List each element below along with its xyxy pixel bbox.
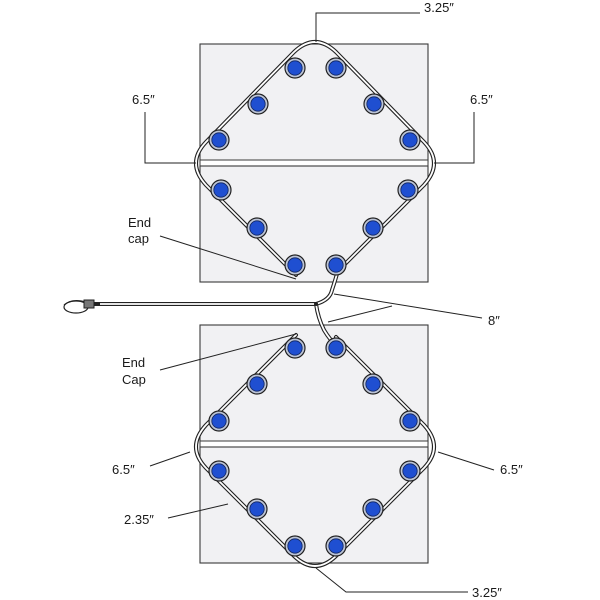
bottom-led-9: [246, 498, 268, 520]
leader-top-end-cap: [159, 235, 297, 280]
bottom-led-1: [284, 337, 306, 359]
leader-bottom-dim: [315, 567, 468, 593]
top-right-dim-label: 6.5″: [470, 92, 493, 107]
top-panel-lower: [199, 165, 429, 283]
bottom-panel-upper: [199, 324, 429, 444]
top-end-cap-label-line1: End: [128, 215, 151, 230]
bottom-dim-label: 3.25″: [472, 585, 502, 600]
bottom-led-8: [399, 460, 421, 482]
bottom-left-dim-label: 6.5″: [112, 462, 135, 477]
leader-lines: [144, 12, 495, 593]
top-end-cap-label-line2: cap: [128, 231, 149, 246]
bottom-led-3: [246, 373, 268, 395]
leader-bottom-right-dim: [437, 451, 495, 471]
top-led-9: [246, 217, 268, 239]
top-led-11: [284, 254, 306, 276]
bottom-panel-lower: [199, 446, 429, 564]
bottom-panel-divider: [199, 440, 429, 448]
bottom-led-10: [362, 498, 384, 520]
bottom-assembly: [194, 324, 436, 568]
top-led-3: [247, 93, 269, 115]
bottom-right-dim-label: 6.5″: [500, 462, 523, 477]
splice-point: [314, 302, 318, 306]
top-dim-label: 3.25″: [424, 0, 454, 15]
lead-wire: [63, 268, 340, 347]
bottom-end-cap-label-line1: End: [122, 355, 145, 370]
lead-dim-label: 8″: [488, 313, 500, 328]
bottom-led-2: [325, 337, 347, 359]
top-panel-upper: [199, 43, 429, 163]
top-led-10: [362, 217, 384, 239]
bottom-led-6: [399, 410, 421, 432]
plug-connector: [63, 299, 100, 314]
leader-top-right-dim: [434, 112, 475, 164]
top-light-strip-core: [195, 41, 435, 276]
top-led-7: [210, 179, 232, 201]
bottom-led-4: [362, 373, 384, 395]
bottom-led-5: [208, 410, 230, 432]
top-led-5: [208, 129, 230, 151]
bottom-led-7: [208, 460, 230, 482]
leader-lead-dim-upper: [333, 293, 483, 319]
led-layer: [208, 57, 421, 557]
dimension-labels: 3.25″ 6.5″ 6.5″ End cap 8″ End Cap 6.5″ …: [112, 0, 523, 600]
leader-bottom-diag-dim: [167, 503, 229, 519]
top-led-2: [325, 57, 347, 79]
top-led-1: [284, 57, 306, 79]
leader-lead-dim-lower: [327, 305, 393, 323]
bottom-diag-dim-label: 2.35″: [124, 512, 154, 527]
bottom-end-cap-label-line2: Cap: [122, 372, 146, 387]
bottom-led-12: [325, 535, 347, 557]
leader-bottom-end-cap: [159, 333, 297, 371]
top-led-4: [363, 93, 385, 115]
leader-top-dim: [315, 12, 420, 42]
top-left-dim-label: 6.5″: [132, 92, 155, 107]
top-led-12: [325, 254, 347, 276]
top-led-6: [399, 129, 421, 151]
top-panel-divider: [199, 159, 429, 167]
leader-bottom-left-dim: [149, 451, 191, 467]
bottom-led-11: [284, 535, 306, 557]
leader-top-left-dim: [144, 112, 196, 164]
top-led-8: [397, 179, 419, 201]
top-assembly: [194, 40, 436, 283]
bottom-light-strip-core: [195, 334, 435, 567]
